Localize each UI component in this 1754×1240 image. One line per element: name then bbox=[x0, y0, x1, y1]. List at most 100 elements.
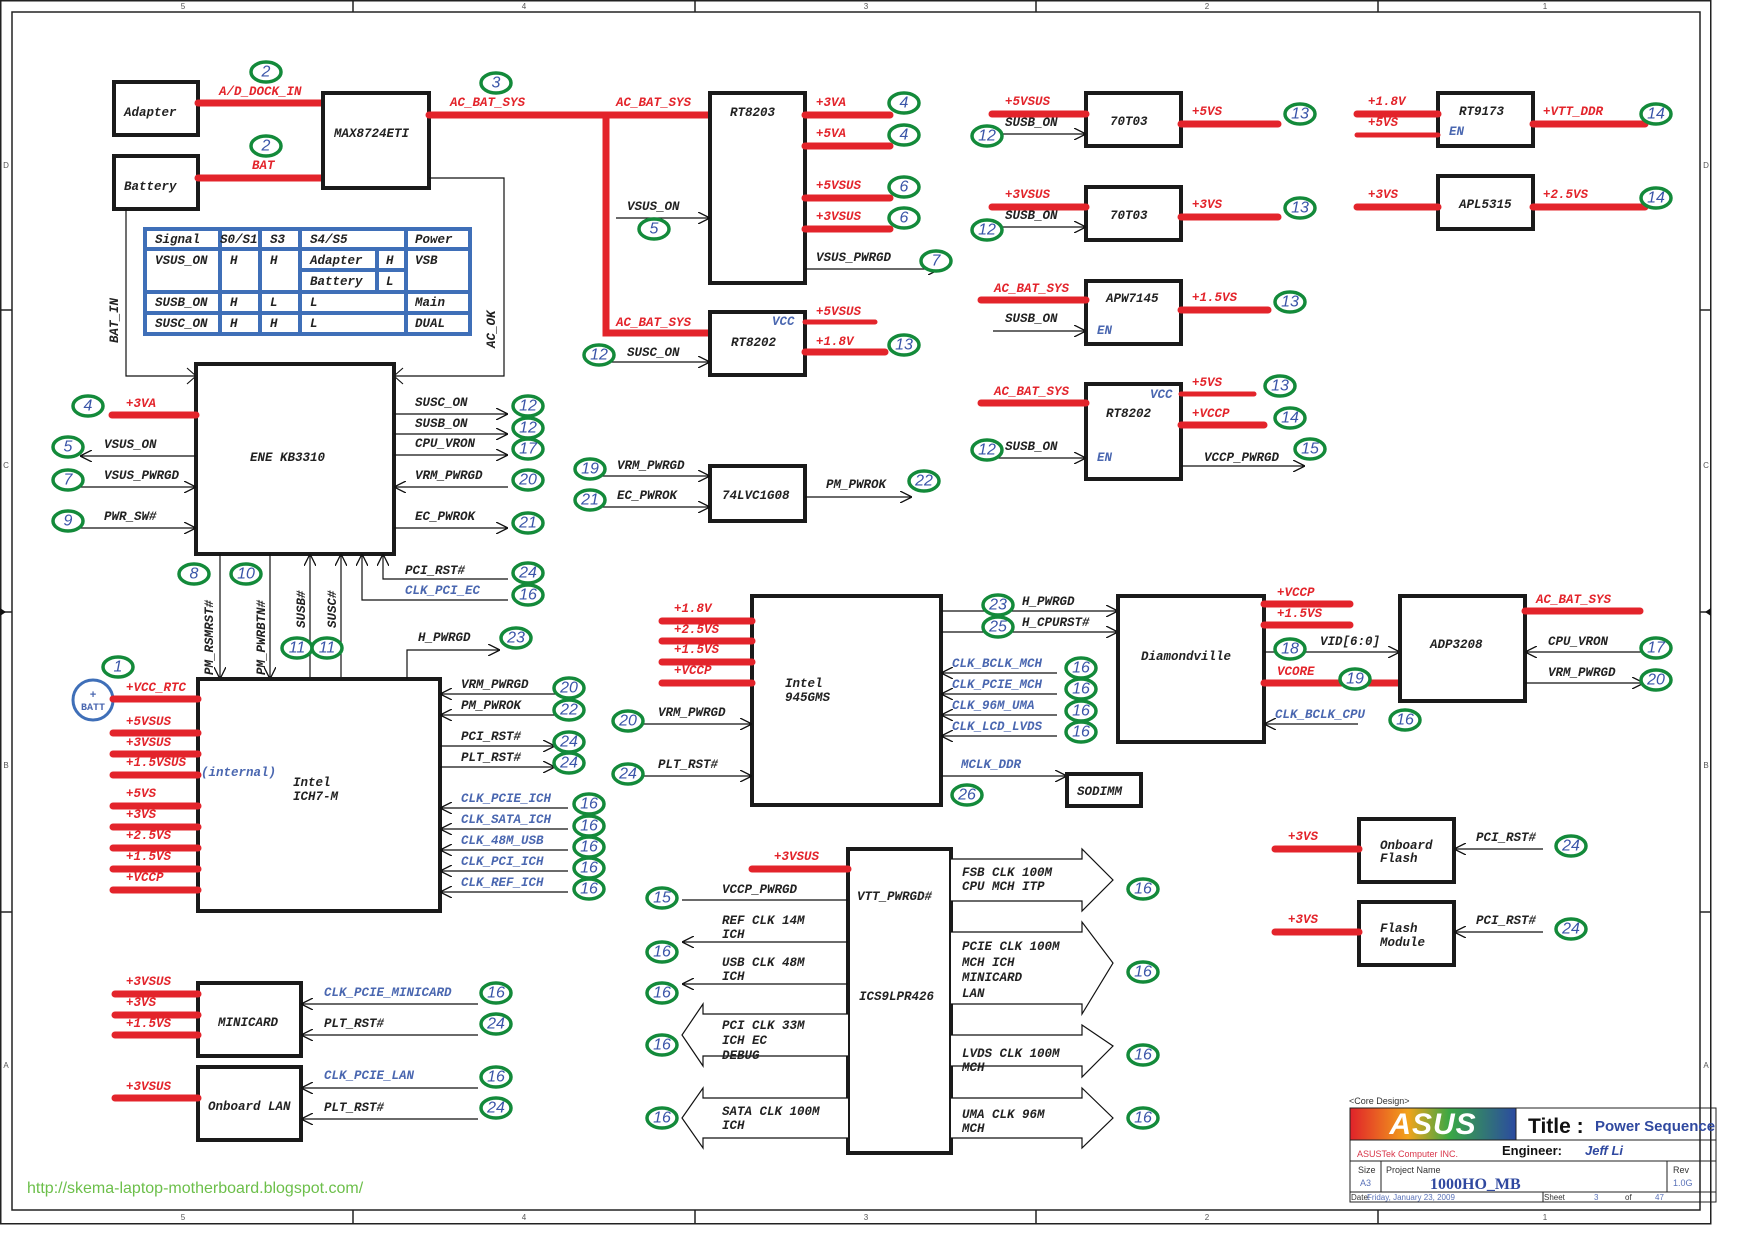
ac-ok-label: AC_OK bbox=[485, 309, 499, 349]
sequence-ref-number: 8 bbox=[190, 566, 199, 583]
net-label: +3VA bbox=[816, 96, 846, 110]
column-label: 4 bbox=[522, 1213, 527, 1222]
row-label: A bbox=[1703, 1061, 1709, 1070]
net-label: +2.5VS bbox=[1543, 188, 1589, 202]
row-label: B bbox=[1703, 761, 1708, 770]
sequence-ref-16: 16 bbox=[572, 835, 606, 859]
table-header: Power bbox=[415, 233, 453, 247]
ich-label: ICH7-M bbox=[293, 790, 339, 804]
size-value: A3 bbox=[1360, 1178, 1371, 1188]
net-label: VRM_PWRGD bbox=[658, 706, 726, 720]
bus-label: LVDS CLK 100M bbox=[962, 1047, 1060, 1061]
net-label: +1.5VS bbox=[674, 643, 720, 657]
sequence-ref-number: 20 bbox=[618, 713, 637, 730]
net-label: PCI_RST# bbox=[461, 730, 522, 744]
net-label: +1.5VS bbox=[126, 850, 172, 864]
net-label: +5VSUS bbox=[816, 305, 862, 319]
sequence-ref-ellipse bbox=[479, 981, 513, 1005]
battery-block: Battery bbox=[112, 154, 200, 211]
sequence-ref-ellipse bbox=[51, 468, 85, 492]
engineer-name: Jeff Li bbox=[1585, 1143, 1623, 1158]
table-cell: H bbox=[386, 254, 394, 268]
sequence-ref-number: 12 bbox=[978, 222, 996, 239]
net-label: PWR_SW# bbox=[104, 510, 157, 524]
sata-clk-bus-arrow bbox=[681, 1086, 848, 1150]
sequence-ref-number: 11 bbox=[319, 640, 336, 657]
net-label: +5VSUS bbox=[816, 179, 862, 193]
sequence-ref-16: 16 bbox=[1126, 877, 1160, 901]
pci-clk-bus-arrow bbox=[681, 1002, 848, 1068]
sequence-ref-number: 13 bbox=[1291, 106, 1309, 123]
net-label: H_PWRGD bbox=[1022, 595, 1075, 609]
sequence-ref-24: 24 bbox=[479, 1096, 513, 1120]
net-label: PCI_RST# bbox=[1476, 831, 1537, 845]
net-label: PLT_RST# bbox=[324, 1101, 385, 1115]
sequence-ref-number: 20 bbox=[518, 472, 537, 489]
sequence-ref-number: 2 bbox=[261, 138, 271, 155]
sequence-ref-number: 24 bbox=[618, 766, 637, 783]
sequence-ref-12: 12 bbox=[511, 394, 545, 418]
flash-module-label: Flash bbox=[1380, 922, 1418, 936]
net-label: PLT_RST# bbox=[658, 758, 719, 772]
table-cell: VSUS_ON bbox=[155, 254, 208, 268]
sequence-ref-number: 23 bbox=[988, 597, 1007, 614]
sequence-ref-number: 22 bbox=[914, 473, 933, 490]
table-cell: DUAL bbox=[415, 317, 445, 331]
of-label: of bbox=[1625, 1193, 1632, 1202]
net-label: +3VSUS bbox=[774, 850, 820, 864]
bus-label: CPU MCH ITP bbox=[962, 880, 1045, 894]
net-label: +3VSUS bbox=[816, 210, 862, 224]
sequence-ref-number: 16 bbox=[580, 839, 598, 856]
sequence-ref-number: 20 bbox=[1646, 672, 1665, 689]
flash-module-block: Flash Module bbox=[1357, 900, 1456, 967]
table-cell: H bbox=[230, 254, 238, 268]
apl5315-label: APL5315 bbox=[1458, 198, 1512, 212]
sequence-ref-number: 16 bbox=[653, 944, 671, 961]
table-cell: L bbox=[386, 275, 394, 289]
sequence-ref-ellipse bbox=[511, 511, 545, 535]
rt8202-label: RT8202 bbox=[1106, 407, 1152, 421]
sequence-ref-ellipse bbox=[1283, 196, 1317, 220]
sequence-ref-ellipse bbox=[1064, 677, 1098, 701]
sequence-ref-19: 19 bbox=[1338, 667, 1372, 691]
adapter-label: Adapter bbox=[123, 106, 177, 120]
sequence-ref-ellipse bbox=[511, 561, 545, 585]
sequence-ref-ellipse bbox=[101, 655, 135, 679]
sequence-ref-12: 12 bbox=[970, 438, 1004, 462]
net-label: +1.8V bbox=[816, 335, 855, 349]
sequence-ref-number: 6 bbox=[900, 179, 909, 196]
sequence-ref-16: 16 bbox=[645, 1033, 679, 1057]
sheet-number: 3 bbox=[1594, 1193, 1599, 1202]
sequence-ref-number: 7 bbox=[64, 472, 74, 489]
sequence-ref-23: 23 bbox=[499, 626, 533, 650]
max8724-label: MAX8724ETI bbox=[333, 127, 410, 141]
net-label: PLT_RST# bbox=[461, 751, 522, 765]
net-label: +5VS bbox=[1192, 105, 1223, 119]
sequence-ref-14: 14 bbox=[1639, 102, 1673, 126]
net-label: +1.5VS bbox=[1192, 291, 1238, 305]
net-label: +VTT_DDR bbox=[1543, 105, 1604, 119]
sequence-refs: 2234466751213121313131415121414121345791… bbox=[51, 60, 1673, 1130]
sequence-ref-ellipse bbox=[51, 509, 85, 533]
net-label: CPU_VRON bbox=[415, 437, 476, 451]
sequence-ref-ellipse bbox=[950, 783, 984, 807]
net-label: VSUS_ON bbox=[104, 438, 157, 452]
sequence-ref-15: 15 bbox=[645, 886, 679, 910]
sequence-ref-16: 16 bbox=[1064, 699, 1098, 723]
row-label: C bbox=[3, 461, 9, 470]
sequence-ref-number: 16 bbox=[1134, 881, 1152, 898]
watermark-link[interactable]: http://skema-laptop-motherboard.blogspot… bbox=[27, 1180, 364, 1197]
sheet-total: 47 bbox=[1655, 1193, 1664, 1202]
adp3208-block: ADP3208 bbox=[1398, 594, 1527, 703]
net-label: VSUS_ON bbox=[627, 200, 680, 214]
sequence-ref-number: 16 bbox=[580, 796, 598, 813]
sequence-ref-number: 10 bbox=[237, 566, 255, 583]
sequence-ref-13: 13 bbox=[1273, 290, 1307, 314]
sequence-ref-number: 14 bbox=[1647, 190, 1665, 207]
table-header: S3 bbox=[270, 233, 286, 247]
core-design-label: <Core Design> bbox=[1349, 1096, 1410, 1106]
sequence-ref-4: 4 bbox=[887, 91, 921, 115]
sequence-ref-24: 24 bbox=[511, 561, 545, 585]
sequence-ref-ellipse bbox=[981, 615, 1015, 639]
